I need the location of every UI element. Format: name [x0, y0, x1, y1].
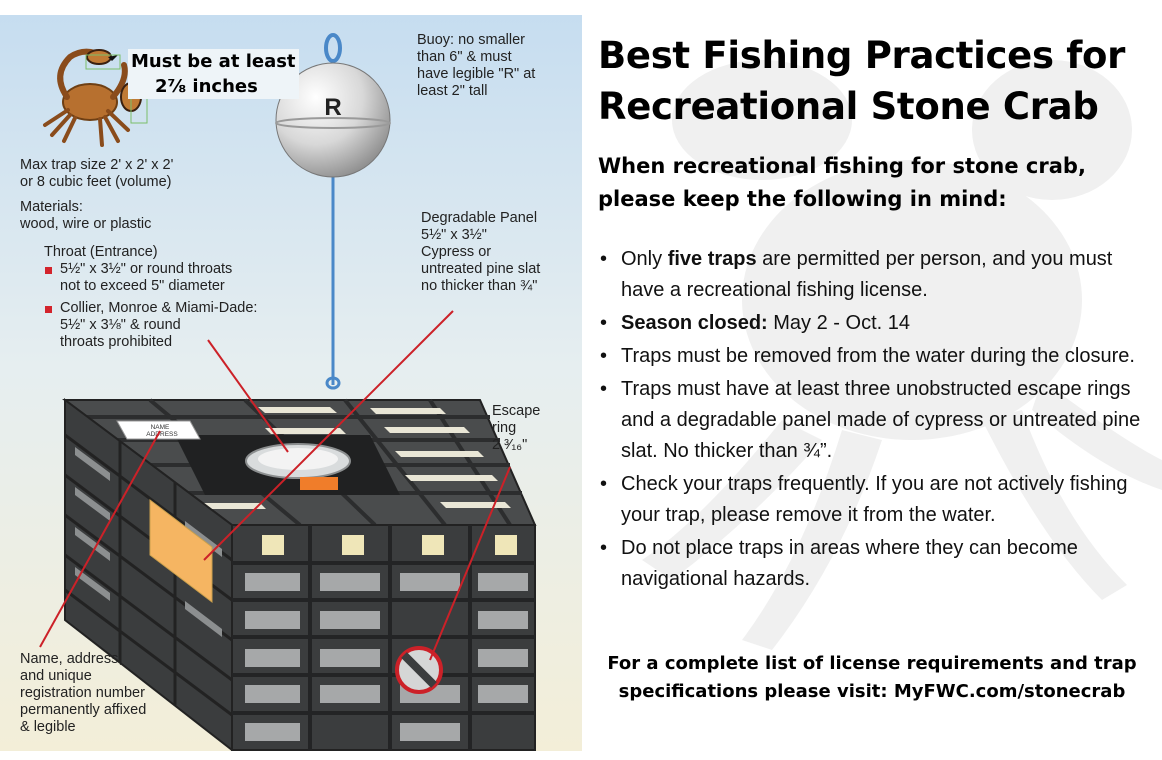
- practice-item: Do not place traps in areas where they c…: [598, 533, 1146, 595]
- name-address-note: Name, address, and unique registration n…: [20, 651, 147, 735]
- stone-crab-icon: [43, 48, 148, 147]
- throat-bullet-1-icon: [45, 267, 52, 274]
- throat-rule-1: 5½" x 3½" or round throats not to exceed…: [60, 261, 233, 294]
- title-line-2: Recreational Stone Crab: [598, 85, 1099, 128]
- tag-address-text: ADDRESS: [146, 431, 178, 438]
- throat-rule-2: Collier, Monroe & Miami-Dade: 5½" x 3⅛" …: [60, 300, 258, 350]
- throat-bullet-2-icon: [45, 306, 52, 313]
- title-line-1: Best Fishing Practices for: [598, 34, 1126, 77]
- practice-item: Check your traps frequently. If you are …: [598, 469, 1146, 531]
- line-attach-icon: [325, 376, 341, 390]
- degradable-panel-note: Degradable Panel 5½" x 3½" Cypress or un…: [421, 210, 541, 294]
- callout-lines: [39, 310, 511, 661]
- practice-item: Only five traps are permitted per person…: [598, 244, 1146, 306]
- escape-ring-icon: [395, 646, 443, 694]
- trap-illustration: R: [0, 15, 582, 751]
- crab-size-label: Must be at least 2⅞ inches: [128, 49, 299, 99]
- crab-size-line2: 2⅞ inches: [155, 76, 258, 97]
- subtitle-line-1: When recreational fishing for stone crab…: [598, 154, 1086, 178]
- buoy-icon: [275, 62, 391, 178]
- trap-icon: [61, 398, 537, 751]
- footer-note: For a complete list of license requireme…: [582, 650, 1162, 706]
- escape-ring-note: Escape ring 2 ³⁄₁₆": [492, 403, 541, 453]
- page-subtitle: When recreational fishing for stone crab…: [598, 150, 1158, 216]
- footer-line-1: For a complete list of license requireme…: [607, 653, 1137, 674]
- crab-size-line1: Must be at least: [131, 51, 296, 72]
- max-trap-size-note: Max trap size 2' x 2' x 2' or 8 cubic fe…: [20, 157, 174, 190]
- subtitle-line-2: please keep the following in mind:: [598, 187, 1007, 211]
- practices-panel: Best Fishing Practices for Recreational …: [582, 0, 1162, 760]
- practice-item: Season closed: May 2 - Oct. 14: [598, 308, 1146, 339]
- footer-line-2: specifications please visit: MyFWC.com/s…: [618, 681, 1126, 702]
- tag-name-text: NAME: [151, 424, 170, 431]
- page-title: Best Fishing Practices for Recreational …: [598, 30, 1158, 132]
- practices-list: Only five traps are permitted per person…: [598, 244, 1146, 597]
- practice-item: Traps must be removed from the water dur…: [598, 341, 1146, 372]
- buoy-note: Buoy: no smaller than 6" & must have leg…: [417, 32, 536, 99]
- buoy-letter: R: [324, 94, 341, 121]
- trap-diagram: R: [39, 33, 537, 751]
- practice-item: Traps must have at least three unobstruc…: [598, 374, 1146, 467]
- materials-note: Materials: wood, wire or plastic: [20, 199, 152, 232]
- throat-title: Throat (Entrance): [44, 244, 158, 260]
